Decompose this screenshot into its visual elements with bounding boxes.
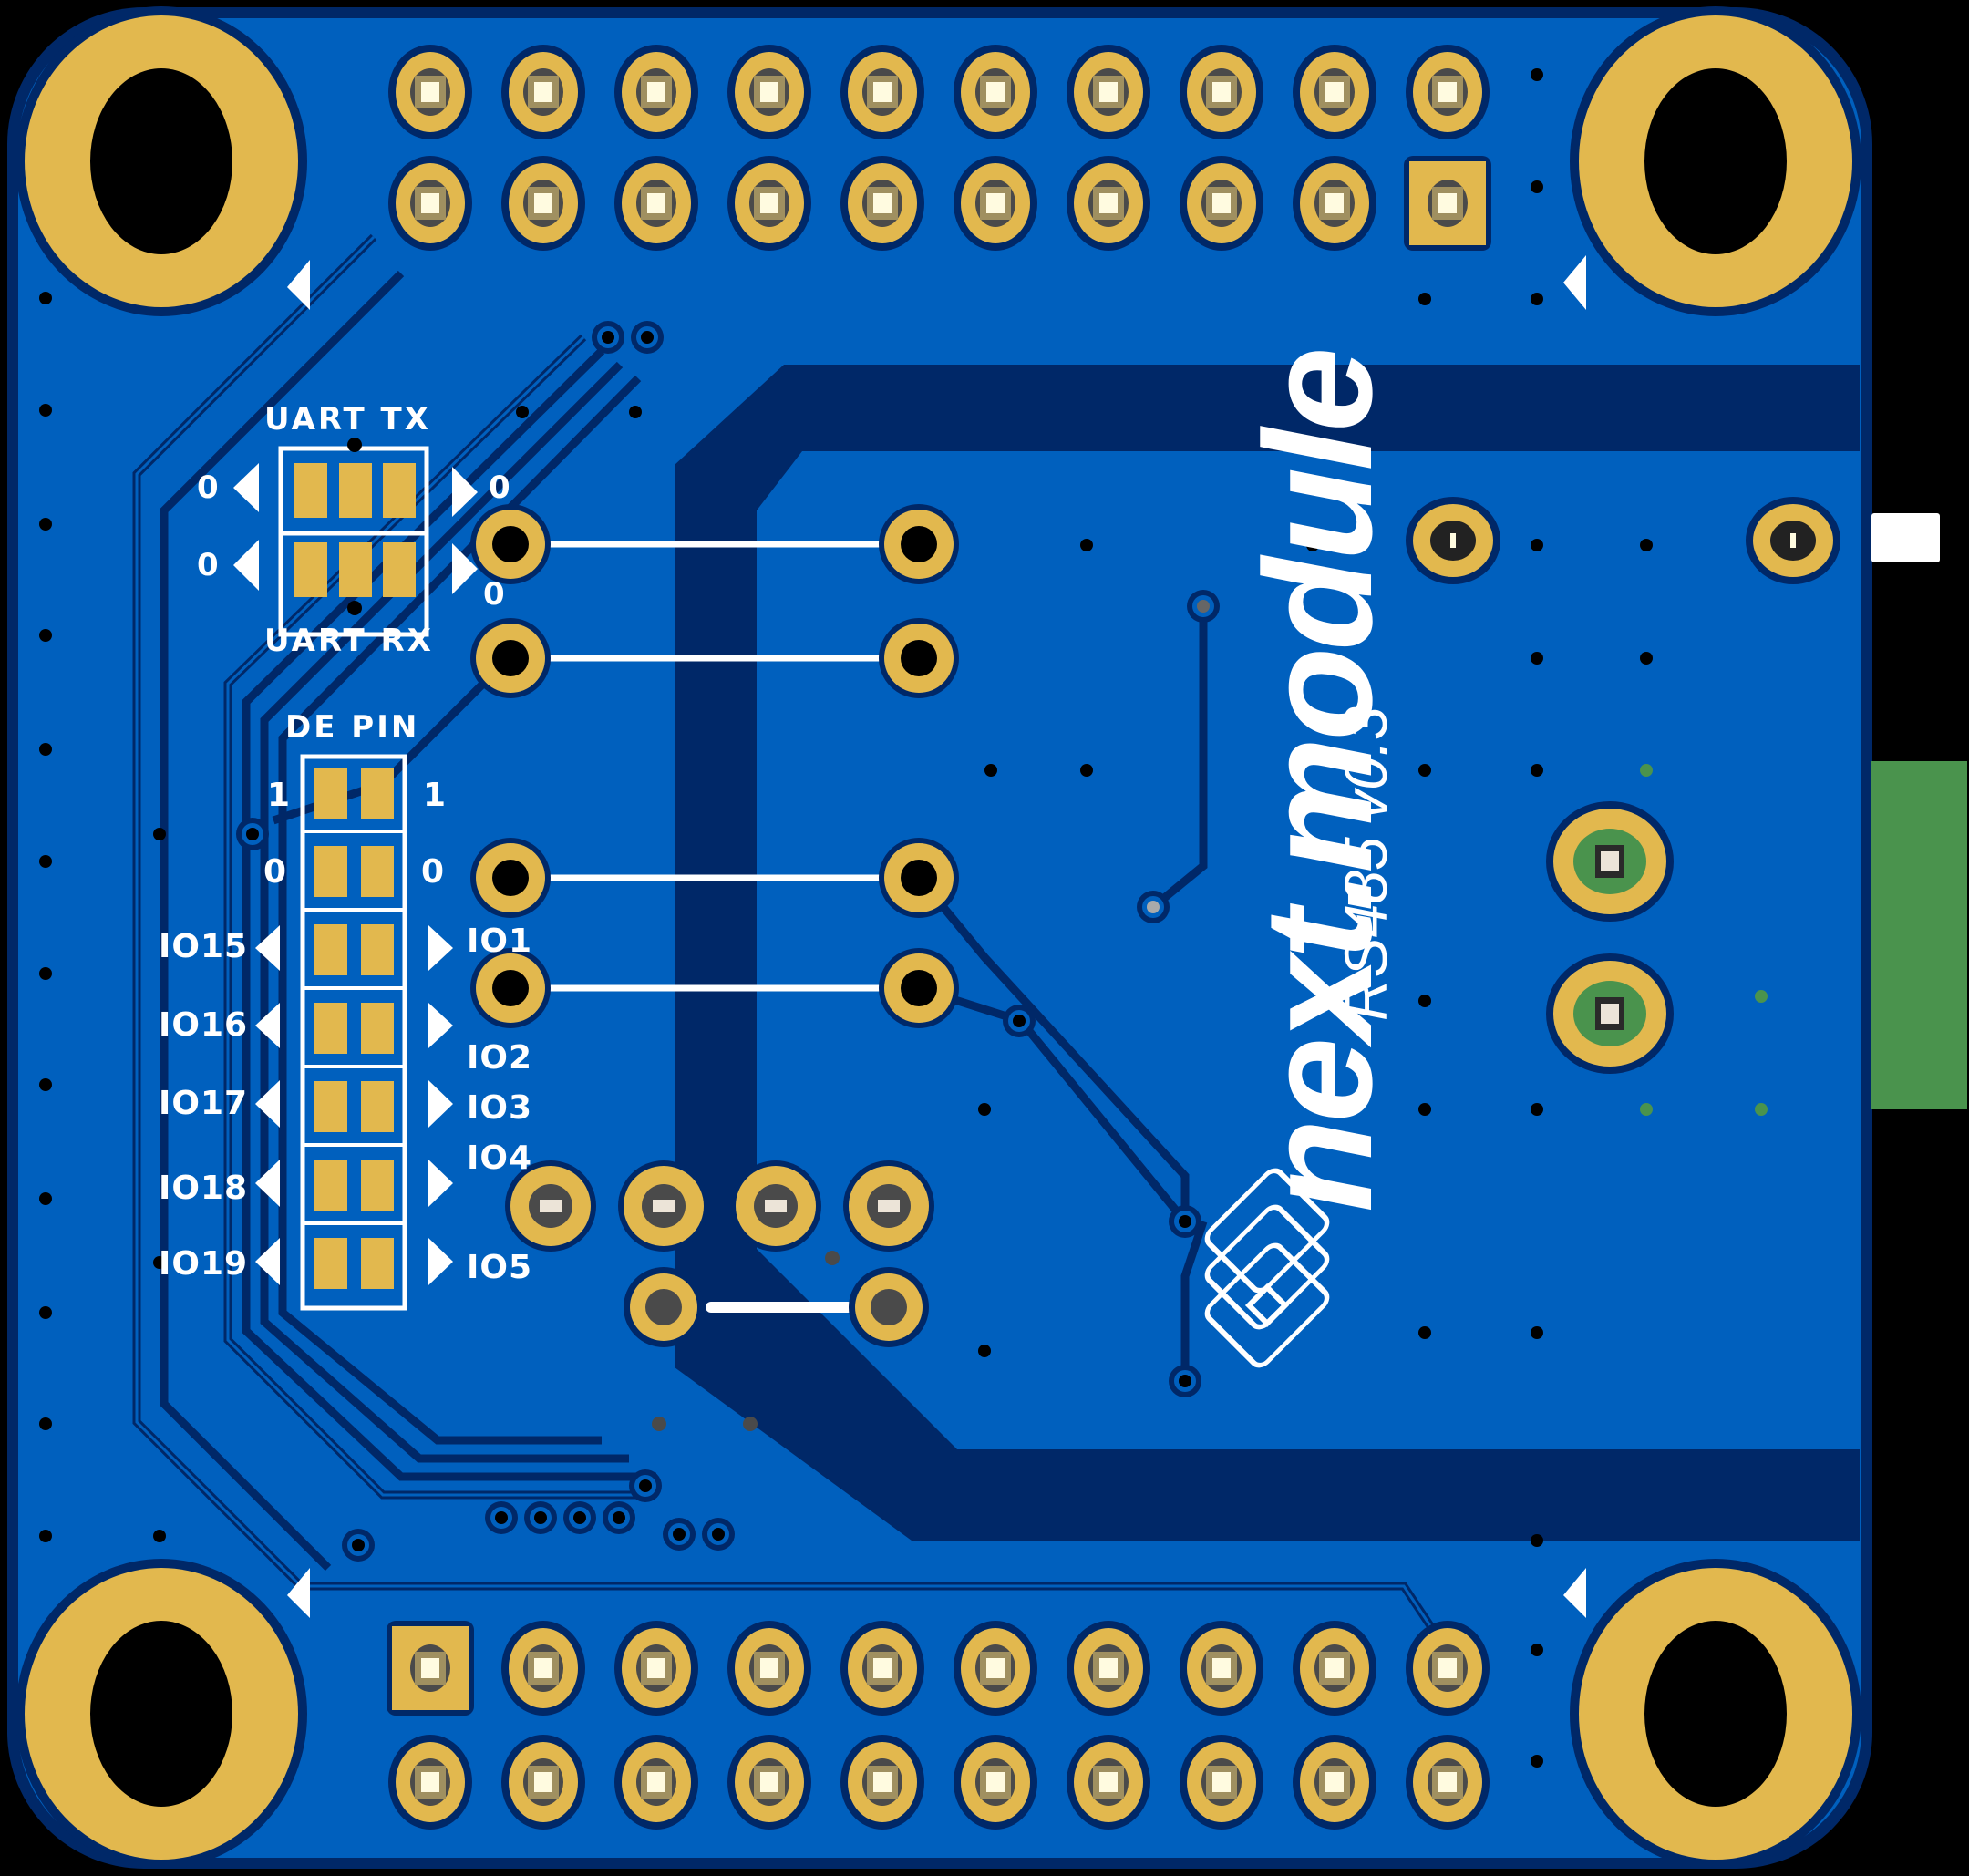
mounting-hole-icon xyxy=(1570,6,1861,316)
uart-rx-label: UART RX xyxy=(264,623,434,659)
uart-rx-left-value: 0 xyxy=(197,547,222,583)
mounting-hole-icon xyxy=(15,1559,307,1869)
de-row-io1: IO1 xyxy=(467,923,533,960)
de-pin-title: DE PIN xyxy=(285,709,420,746)
terminal-pads xyxy=(505,1160,934,1347)
uart-rx-right-value: 0 xyxy=(483,576,508,613)
vias xyxy=(39,68,1768,1768)
de-row-0-right: 0 xyxy=(421,853,446,891)
connector-tab xyxy=(1871,513,1940,562)
triangle-marker-icon xyxy=(287,255,1586,1618)
de-pin-jumper xyxy=(255,754,453,1311)
de-row-io19: IO19 xyxy=(159,1245,249,1283)
de-row-io5: IO5 xyxy=(467,1249,533,1286)
de-row-0-left: 0 xyxy=(263,853,288,891)
mounting-hole-icon xyxy=(15,6,307,316)
de-row-io16: IO16 xyxy=(159,1006,249,1044)
resistor-footprints xyxy=(470,504,959,1028)
right-connector-pads xyxy=(1406,497,1840,1074)
de-row-io3: IO3 xyxy=(467,1089,533,1127)
de-row-io2: IO2 xyxy=(467,1039,533,1077)
de-row-io4: IO4 xyxy=(467,1139,533,1177)
de-row-io17: IO17 xyxy=(159,1085,249,1122)
mounting-hole-icon xyxy=(1570,1559,1861,1869)
board-subtitle: RS485 v0.3 xyxy=(1332,706,1399,1021)
de-row-1-left: 1 xyxy=(267,777,292,814)
uart-tx-right-value: 0 xyxy=(489,469,513,506)
uart-jumper xyxy=(233,438,478,637)
uart-tx-label: UART TX xyxy=(264,401,431,438)
de-row-io15: IO15 xyxy=(159,928,249,965)
terminal-block xyxy=(1871,761,1967,1109)
de-row-io18: IO18 xyxy=(159,1170,249,1207)
de-row-1-right: 1 xyxy=(423,777,448,814)
stacked-modules-logo-icon xyxy=(1204,1168,1330,1368)
uart-tx-left-value: 0 xyxy=(197,469,222,506)
